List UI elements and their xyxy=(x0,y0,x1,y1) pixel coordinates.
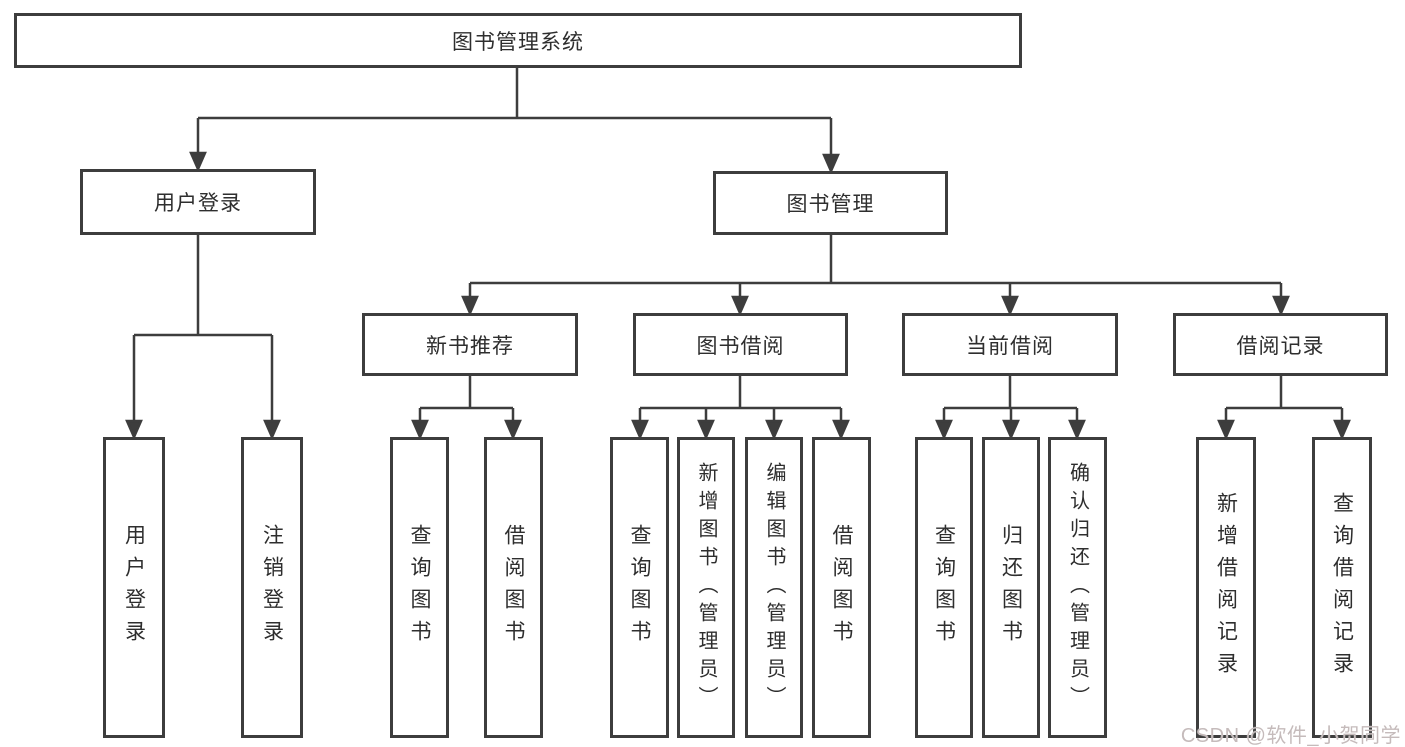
leaf-return-books: 归还图书 xyxy=(982,437,1040,738)
connector-root xyxy=(189,68,840,175)
node-label: 归还图书 xyxy=(999,523,1023,652)
node-label: 借阅图书 xyxy=(830,523,854,652)
node-current-borrowing: 当前借阅 xyxy=(902,313,1118,376)
connector-book-management xyxy=(461,235,1290,317)
leaf-user-login: 用户登录 xyxy=(103,437,165,738)
arrow-down-icon xyxy=(935,419,953,441)
node-label: 新增图书（管理员） xyxy=(695,461,717,714)
arrow-down-icon xyxy=(1333,419,1351,441)
arrow-down-icon xyxy=(832,419,850,441)
connector-borrowing-records xyxy=(1217,376,1351,441)
arrow-down-icon xyxy=(1217,419,1235,441)
connector-new-book-recommend xyxy=(411,376,522,441)
leaf-query-books-recommend: 查询图书 xyxy=(390,437,449,738)
node-label: 当前借阅 xyxy=(966,334,1054,358)
node-label: 用户登录 xyxy=(122,523,146,652)
node-label: 用户登录 xyxy=(154,192,242,215)
arrow-down-icon xyxy=(1272,295,1290,317)
leaf-borrow-books-recommend: 借阅图书 xyxy=(484,437,543,738)
arrow-down-icon xyxy=(765,419,783,441)
leaf-query-borrow-record: 查询借阅记录 xyxy=(1312,437,1372,738)
arrow-down-icon xyxy=(411,419,429,441)
node-label: 确认归还（管理员） xyxy=(1066,461,1089,714)
node-label: 查询图书 xyxy=(408,523,432,652)
leaf-query-books-borrowing: 查询图书 xyxy=(610,437,669,738)
connector-user-login xyxy=(125,235,281,441)
node-label: 编辑图书（管理员） xyxy=(763,461,785,714)
node-label: 查询图书 xyxy=(932,523,956,652)
leaf-confirm-return-admin: 确认归还（管理员） xyxy=(1048,437,1107,738)
arrow-down-icon xyxy=(697,419,715,441)
node-new-book-recommend: 新书推荐 xyxy=(362,313,578,376)
node-label: 借阅图书 xyxy=(502,523,526,652)
arrow-down-icon xyxy=(1001,295,1019,317)
leaf-add-borrow-record: 新增借阅记录 xyxy=(1196,437,1256,738)
arrow-down-icon xyxy=(1002,419,1020,441)
arrow-down-icon xyxy=(822,153,840,175)
arrow-down-icon xyxy=(263,419,281,441)
leaf-add-book-admin: 新增图书（管理员） xyxy=(677,437,735,738)
csdn-watermark: CSDN @软件_小贺同学 xyxy=(1180,725,1401,747)
node-label: 借阅记录 xyxy=(1236,334,1325,358)
leaf-edit-book-admin: 编辑图书（管理员） xyxy=(745,437,803,738)
arrow-down-icon xyxy=(125,419,143,441)
arrow-down-icon xyxy=(189,151,207,173)
node-label: 新增借阅记录 xyxy=(1214,491,1238,684)
connector-current-borrowing xyxy=(935,376,1086,441)
node-book-borrowing: 图书借阅 xyxy=(633,313,848,376)
arrow-down-icon xyxy=(731,295,749,317)
arrow-down-icon xyxy=(631,419,649,441)
node-user-login: 用户登录 xyxy=(80,169,316,235)
node-label: 图书管理 xyxy=(786,193,875,216)
leaf-borrow-books-borrowing: 借阅图书 xyxy=(812,437,871,738)
arrow-down-icon xyxy=(1068,419,1086,441)
node-library-management-system: 图书管理系统 xyxy=(14,13,1022,68)
node-label: 查询借阅记录 xyxy=(1330,491,1354,684)
connector-book-borrowing xyxy=(631,376,850,441)
node-label: 图书借阅 xyxy=(696,334,785,358)
node-label: 图书管理系统 xyxy=(452,30,584,54)
arrow-down-icon xyxy=(504,419,522,441)
leaf-query-books-current: 查询图书 xyxy=(915,437,973,738)
arrow-down-icon xyxy=(461,295,479,317)
node-label: 新书推荐 xyxy=(426,334,514,358)
leaf-logout: 注销登录 xyxy=(241,437,303,738)
node-borrowing-records: 借阅记录 xyxy=(1173,313,1388,376)
node-book-management: 图书管理 xyxy=(713,171,948,235)
node-label: 查询图书 xyxy=(628,523,652,652)
node-label: 注销登录 xyxy=(260,523,284,652)
